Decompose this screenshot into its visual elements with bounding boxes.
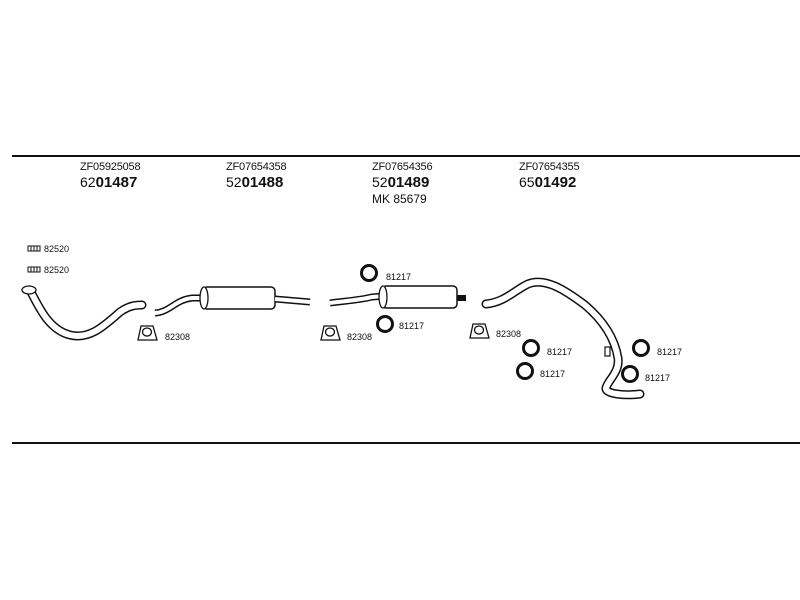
clamp-label: 82308 [347,332,373,342]
tail-pipe [481,277,645,400]
bolt-label: 82520 [44,244,70,254]
part-code: ZF07654358 [226,161,287,173]
ring-label: 81217 [540,369,566,379]
part-group-2: ZF07654358 5201488 [226,162,376,191]
front-pipe [21,285,147,341]
clamp-label: 82308 [496,329,522,339]
ring-label: 81217 [386,272,412,282]
part-number: 6501492 [519,174,577,191]
ring-label: 81217 [547,347,573,357]
part-number: 6201487 [80,174,138,191]
part-code: ZF05925058 [80,161,141,173]
bolt-label: 82520 [44,265,70,275]
ring-label: 81217 [657,347,683,357]
ring-label: 81217 [399,321,425,331]
bolt-icon [27,245,41,252]
rubber-ring-icon [360,264,650,383]
middle-silencer [154,286,311,317]
part-code: ZF07654355 [519,161,580,173]
tail-pipe-clip [604,346,611,357]
part-number: 5201489 [372,174,430,191]
part-code: ZF07654356 [372,161,433,173]
clamp-icon [469,323,490,339]
clamp-icon [137,325,158,341]
clamp-label: 82308 [165,332,191,342]
part-group-3: ZF07654356 5201489 MK 85679 [372,161,522,206]
bolt-icon [27,266,41,273]
part-group-1: ZF05925058 6201487 [80,162,230,191]
part-number: 5201488 [226,174,284,191]
part-group-4: ZF07654355 6501492 [519,162,669,191]
mk-number: MK 85679 [372,192,427,206]
rear-silencer [329,285,466,309]
ring-label: 81217 [645,373,671,383]
clamp-icon [320,325,341,341]
